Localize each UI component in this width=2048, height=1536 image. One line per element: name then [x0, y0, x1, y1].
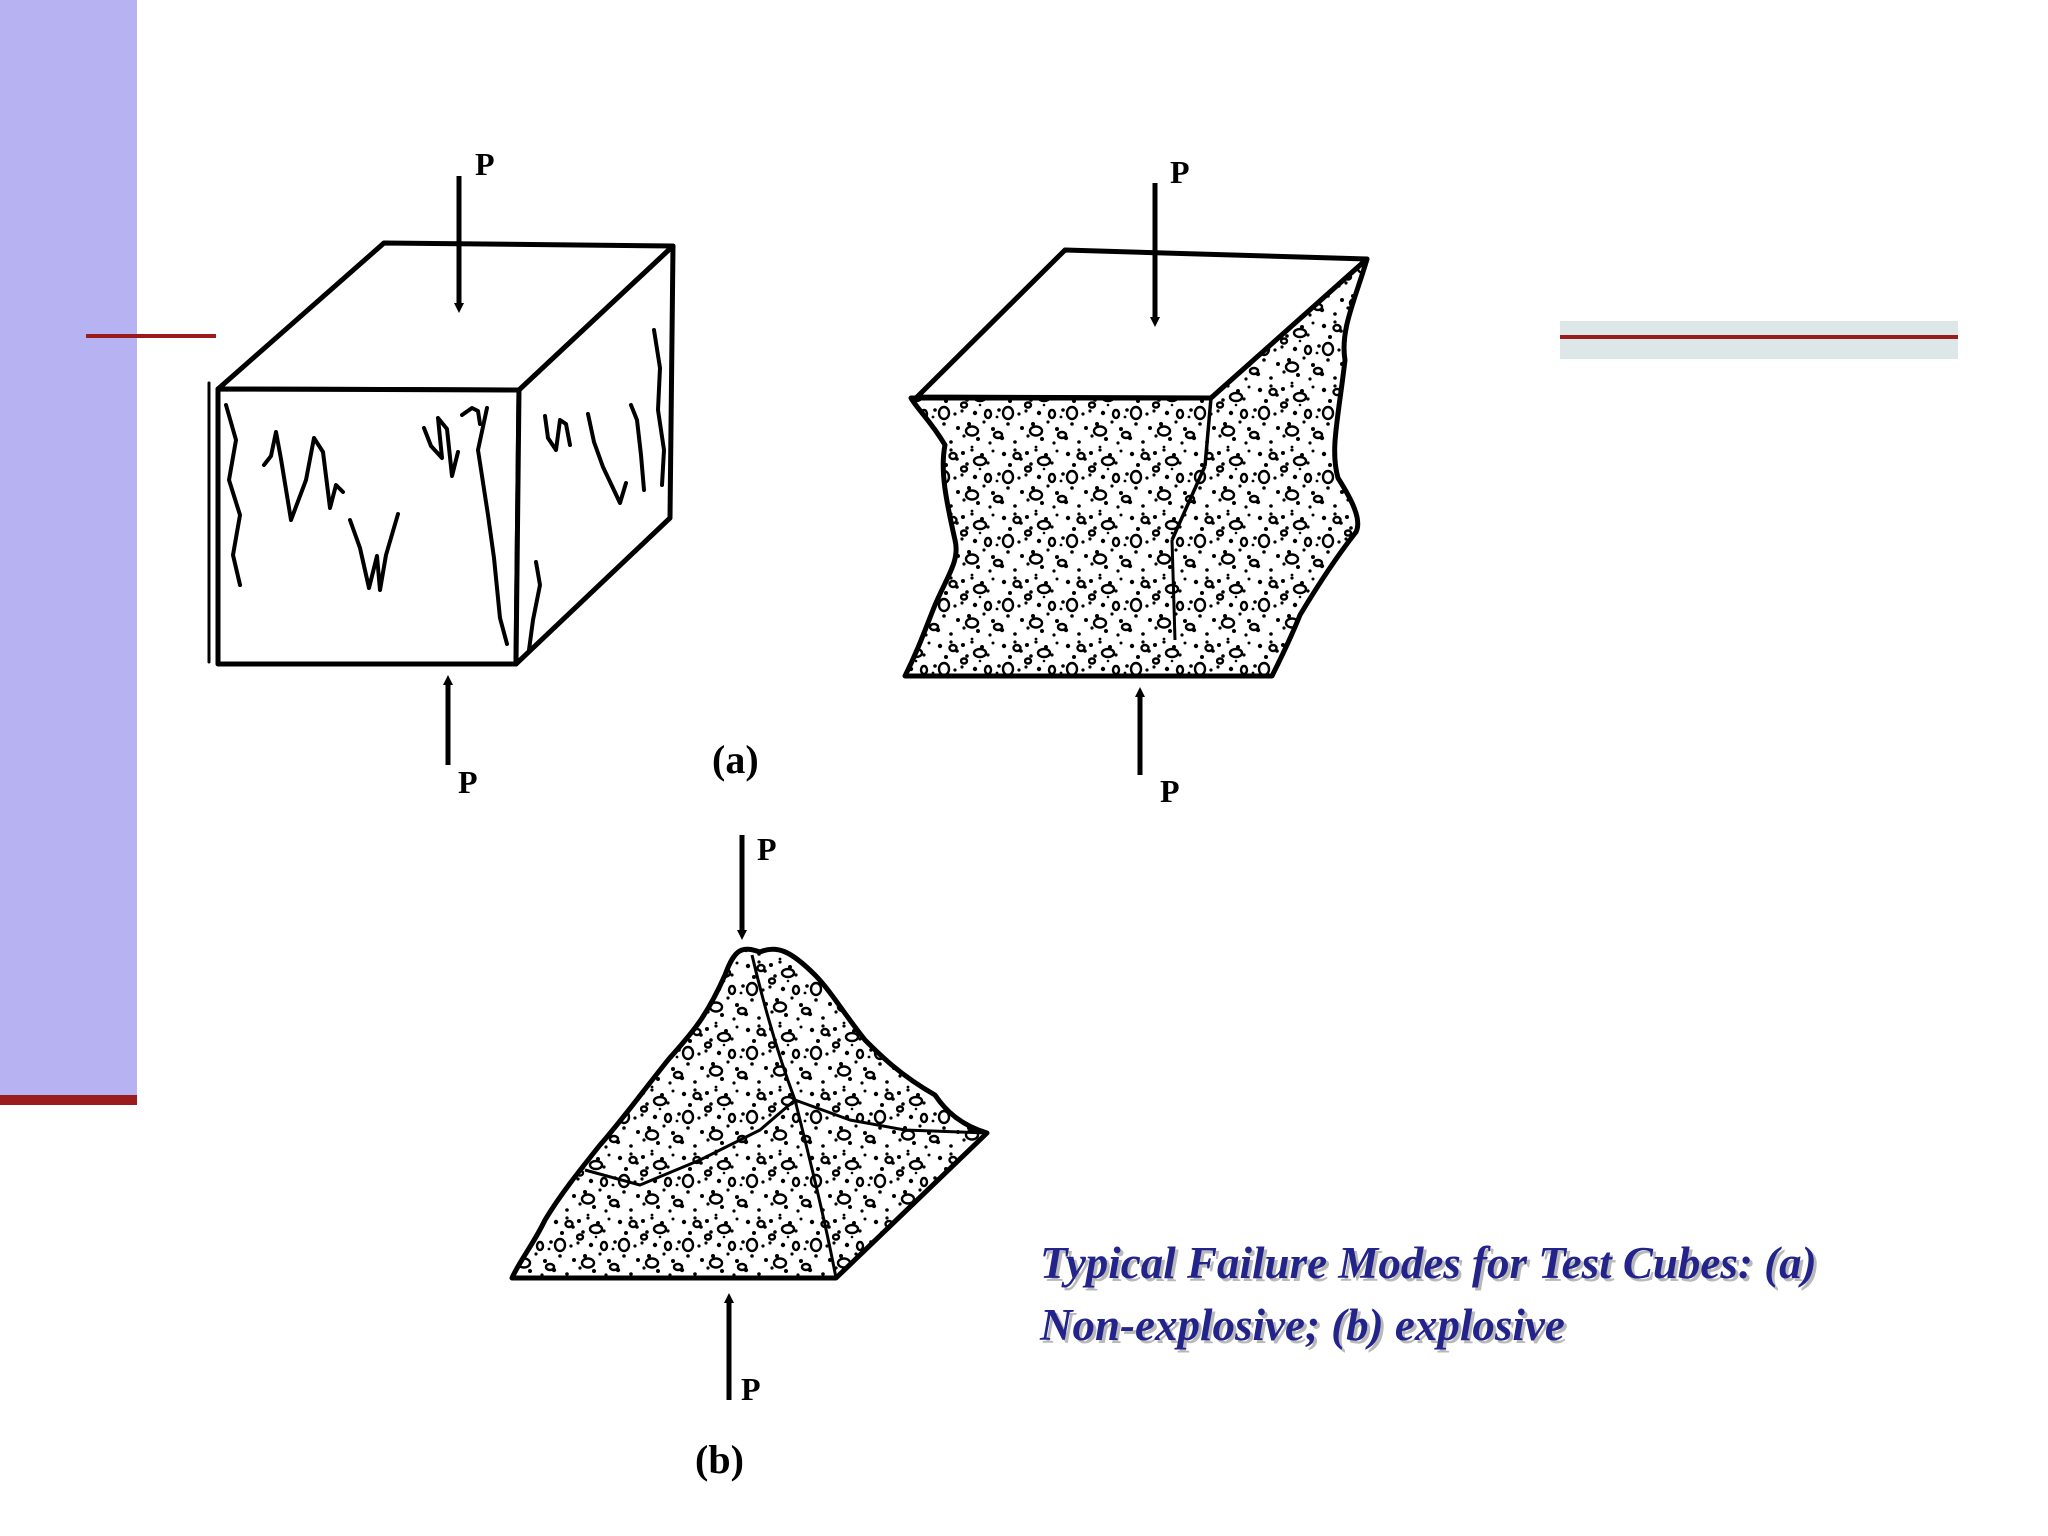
- caption-line-1: Typical Failure Modes for Test Cubes: (a…: [1040, 1238, 1817, 1288]
- left-accent-rule: [86, 334, 216, 338]
- right-accent-band: [1560, 321, 1958, 359]
- right-accent-rule: [1560, 335, 1958, 339]
- load-label: P: [458, 764, 478, 800]
- load-label: P: [741, 1371, 761, 1407]
- load-label: P: [757, 831, 777, 867]
- load-label: P: [1170, 154, 1190, 190]
- side-bar-accent-rule: [0, 1095, 137, 1105]
- load-label: P: [475, 146, 495, 182]
- load-arrows: [443, 176, 1160, 1400]
- decorative-side-bar: [0, 0, 137, 1095]
- cube-a-hourglass: [902, 247, 1370, 679]
- cone-b-explosive: [509, 946, 990, 1281]
- caption-line-2: Non-explosive; (b) explosive: [1040, 1300, 1565, 1350]
- part-label-b: (b): [695, 1437, 744, 1482]
- cube-a-cracked: [207, 240, 676, 667]
- part-label-a: (a): [712, 737, 759, 782]
- load-label: P: [1160, 773, 1180, 809]
- figure-caption: Typical Failure Modes for Test Cubes: (a…: [1040, 1232, 1980, 1356]
